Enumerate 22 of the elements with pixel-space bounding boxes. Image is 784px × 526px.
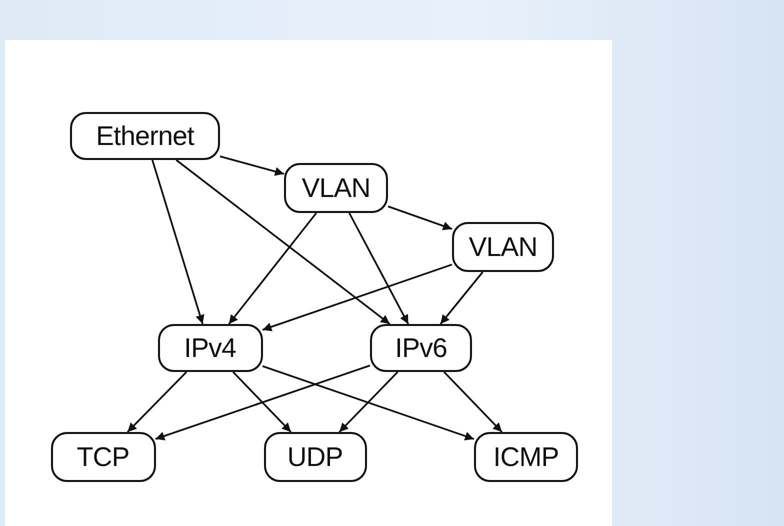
arrow [348, 212, 410, 324]
rounded-node: TCP [50, 432, 156, 482]
arrow [152, 160, 204, 324]
arrow [126, 371, 188, 433]
arrow [443, 371, 503, 433]
arrow [388, 206, 452, 230]
rounded-node: IPv6 [370, 324, 472, 372]
arrow [338, 371, 398, 433]
arrow [155, 364, 370, 440]
rounded-node: IPv4 [158, 324, 262, 372]
arrow [228, 212, 318, 325]
arrow [220, 156, 284, 176]
rounded-node: VLAN [284, 163, 388, 213]
arrow [262, 365, 474, 440]
rounded-node: VLAN [452, 222, 554, 272]
rounded-node: Ethernet [70, 112, 220, 160]
arrow [232, 371, 292, 433]
arrow [176, 159, 390, 325]
arrow [262, 264, 452, 332]
arrow [440, 271, 484, 325]
rounded-node: ICMP [474, 432, 578, 482]
rounded-node: UDP [264, 432, 366, 482]
